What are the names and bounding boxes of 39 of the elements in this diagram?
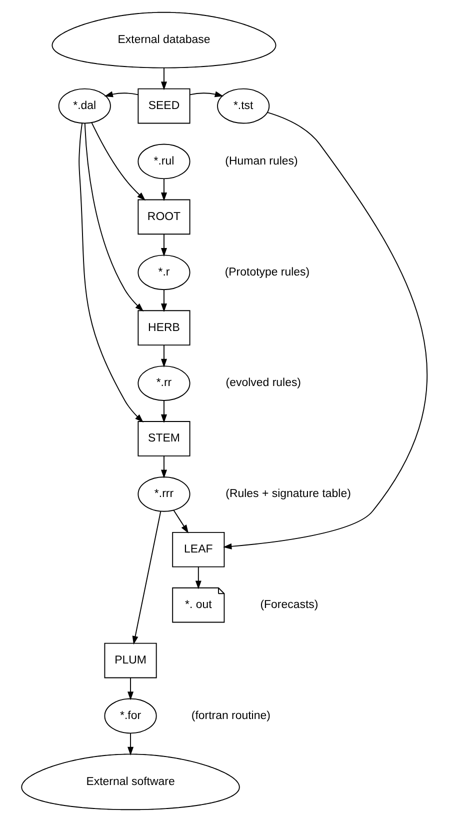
node-ellipse: *.rul (138, 144, 190, 180)
node-box: HERB (138, 310, 190, 346)
node-ellipse: External software (21, 754, 240, 810)
arrow (84, 122, 144, 312)
arrow (91, 122, 146, 201)
arrow (160, 178, 167, 202)
arrow (160, 456, 167, 478)
node-box: PLUM (104, 642, 157, 678)
node-label: (evolved rules) (226, 377, 302, 390)
node-label: (Forecasts) (260, 599, 318, 612)
arrow (128, 677, 134, 700)
arrow (78, 122, 144, 422)
arrow (160, 234, 167, 257)
arrow (190, 91, 224, 98)
node-box: ROOT (138, 199, 190, 235)
node-label: (Rules + signature table) (226, 488, 351, 500)
node-ellipse: *.rrr (138, 476, 190, 512)
node-ellipse: External database (52, 12, 276, 68)
node-label: (Human rules) (225, 155, 298, 168)
node-ellipse: *.rr (138, 366, 190, 401)
arrow (160, 344, 167, 368)
arrow (160, 289, 167, 312)
arrow (128, 732, 134, 756)
node-ellipse: *.tst (217, 88, 270, 124)
arrow (173, 510, 189, 534)
node-ellipse: *.r (138, 254, 190, 290)
node-ellipse: *.dal (58, 88, 111, 124)
node-ellipse: *.for (104, 698, 157, 734)
arrow (223, 112, 428, 550)
node-label: (Prototype rules) (224, 266, 310, 278)
arrow (104, 91, 139, 98)
arrow (160, 400, 167, 423)
node-label: (fortran routine) (191, 710, 270, 722)
arrow (132, 511, 162, 645)
node-box: SEED (138, 88, 190, 124)
arrow (195, 566, 202, 590)
node-box: LEAF (172, 532, 225, 568)
node-box: STEM (138, 421, 190, 456)
arrow (160, 67, 167, 90)
